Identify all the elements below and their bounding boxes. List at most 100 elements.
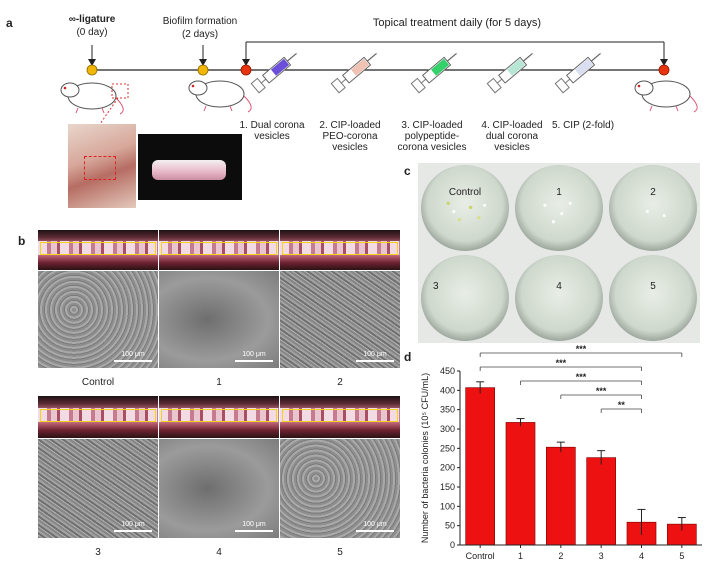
zoom-box-icon bbox=[84, 156, 116, 180]
ligature-day-label: (0 day) bbox=[76, 27, 108, 38]
y-tick-label: 300 bbox=[440, 424, 455, 434]
agar-plate-4: 4 bbox=[515, 255, 603, 341]
syringe-rod bbox=[260, 78, 267, 84]
agar-plates-photo: Control 1 2 3 4 5 bbox=[418, 163, 700, 343]
tissue-sample bbox=[152, 160, 226, 180]
syringe-needle bbox=[366, 52, 377, 62]
significance-label: *** bbox=[576, 372, 587, 382]
zoom-box-icon bbox=[111, 83, 129, 99]
sem-label-4: 4 bbox=[216, 547, 222, 558]
syringe-rod bbox=[564, 78, 571, 84]
bar bbox=[586, 457, 616, 546]
gingiva-photo-1 bbox=[159, 230, 279, 270]
syringe-needle bbox=[446, 52, 457, 62]
syringe-needle bbox=[590, 52, 601, 62]
timeline-dot-end bbox=[658, 64, 670, 76]
y-tick-label: 450 bbox=[440, 366, 455, 376]
syringe-icon bbox=[554, 52, 601, 94]
syringe-needle bbox=[522, 52, 533, 62]
y-tick-label: 50 bbox=[445, 521, 455, 531]
syringe-liquid bbox=[270, 58, 290, 76]
timeline-dot-start bbox=[240, 64, 252, 76]
agar-plate-5: 5 bbox=[609, 255, 697, 341]
x-tick-label: 1 bbox=[518, 551, 523, 561]
panel-label-c: c bbox=[404, 164, 411, 178]
syringe-liquid bbox=[506, 58, 526, 76]
agar-plate-2: 2 bbox=[609, 165, 697, 251]
syringe-liquid bbox=[350, 58, 370, 76]
x-tick-label: Control bbox=[466, 551, 495, 561]
syringe-liquid bbox=[430, 58, 450, 76]
bar bbox=[465, 387, 495, 546]
ligature-label: ∞-ligature bbox=[68, 14, 116, 25]
timeline-dot-day2 bbox=[197, 64, 209, 76]
x-tick-label: 4 bbox=[639, 551, 644, 561]
sem-label-1: 1 bbox=[216, 377, 222, 388]
sem-label-2: 2 bbox=[337, 377, 343, 388]
x-tick-label: 2 bbox=[558, 551, 563, 561]
sem-label-3: 3 bbox=[95, 547, 101, 558]
bracket-arrow-right bbox=[660, 59, 668, 66]
syringe-rod bbox=[420, 78, 427, 84]
agar-plate-control: Control bbox=[421, 165, 509, 251]
gingiva-photo-4 bbox=[159, 396, 279, 438]
sem-label-control: Control bbox=[81, 377, 115, 388]
syringe-liquid bbox=[574, 58, 594, 76]
panel-label-d: d bbox=[404, 350, 412, 364]
sem-image-3: 100 μm bbox=[38, 439, 158, 538]
zoom-line-icon bbox=[99, 97, 119, 125]
gingiva-photo-control bbox=[38, 230, 158, 270]
mouse-icon bbox=[188, 80, 252, 113]
y-tick-label: 350 bbox=[440, 405, 455, 415]
topical-treatment-label: Topical treatment daily (for 5 days) bbox=[372, 17, 542, 29]
sem-image-1: 100 μm bbox=[159, 271, 279, 368]
agar-plate-1: 1 bbox=[515, 165, 603, 251]
sem-image-4: 100 μm bbox=[159, 439, 279, 538]
syringe-rod bbox=[496, 78, 503, 84]
sem-image-5: 100 μm bbox=[280, 439, 400, 538]
biofilm-day-label: (2 days) bbox=[181, 29, 219, 40]
mouse-icon bbox=[60, 82, 124, 115]
sem-image-2: 100 μm bbox=[280, 271, 400, 368]
bar bbox=[546, 446, 576, 546]
agar-plate-3: 3 bbox=[421, 255, 509, 341]
y-tick-label: 200 bbox=[440, 463, 455, 473]
syringe-rod bbox=[340, 78, 347, 84]
panel-label-a: a bbox=[6, 16, 13, 30]
syringe-needle bbox=[286, 52, 297, 62]
significance-label: *** bbox=[576, 344, 587, 354]
syringe-plunger bbox=[410, 77, 426, 94]
syringe-plunger bbox=[330, 77, 346, 94]
ligature-arrow-head bbox=[88, 59, 96, 66]
gingiva-photo-2 bbox=[280, 230, 400, 270]
x-tick-label: 3 bbox=[599, 551, 604, 561]
y-tick-label: 0 bbox=[450, 540, 455, 550]
syringe-icon bbox=[250, 52, 297, 94]
syringe-icon bbox=[486, 52, 533, 94]
bars bbox=[465, 381, 697, 546]
y-tick-label: 100 bbox=[440, 501, 455, 511]
y-axis-label: Number of bacteria colonies (10⁵ CFU/mL) bbox=[420, 373, 430, 543]
mouse-icon bbox=[634, 80, 698, 113]
biofilm-arrow-head bbox=[199, 59, 207, 66]
sem-label-5: 5 bbox=[337, 547, 343, 558]
ligature-sample-photo bbox=[138, 134, 242, 200]
sem-image-control: 100 μm bbox=[38, 271, 158, 368]
y-tick-label: 250 bbox=[440, 443, 455, 453]
syringe-icon bbox=[410, 52, 457, 94]
bracket-arrow-left bbox=[242, 59, 250, 66]
significance-brackets: ************** bbox=[479, 344, 683, 413]
syringe-label-5: 5. CIP (2-fold) bbox=[551, 120, 615, 131]
syringe-icon bbox=[330, 52, 377, 94]
syringe-plunger bbox=[554, 77, 570, 94]
panel-label-b: b bbox=[18, 234, 26, 248]
timeline-diagram bbox=[60, 41, 698, 125]
